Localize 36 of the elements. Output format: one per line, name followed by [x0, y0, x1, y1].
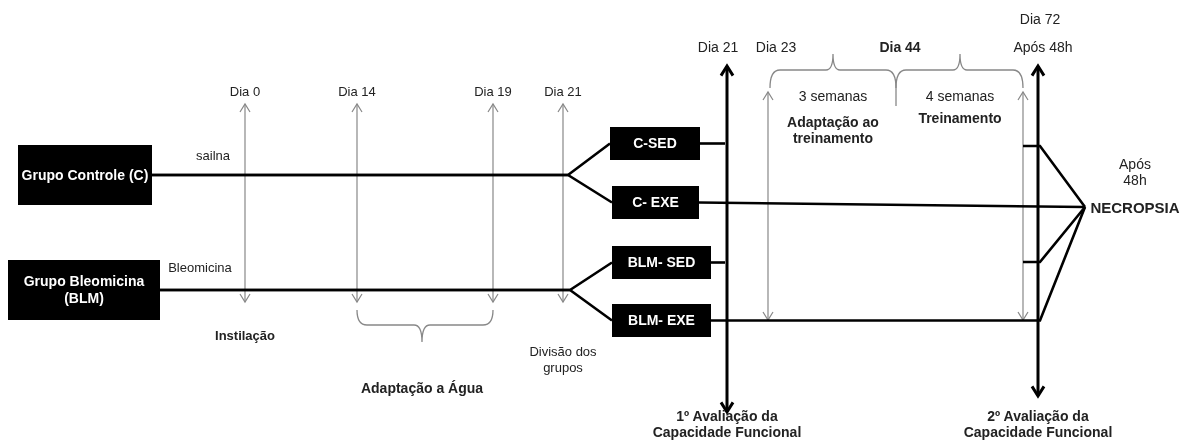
event-label: Divisão dos grupos	[528, 344, 598, 376]
subgroup-box: C-SED	[610, 127, 700, 160]
phase-label: Adaptação ao treinamento	[786, 114, 880, 146]
phase-label: Adaptação a Água	[360, 380, 484, 396]
connector-line	[152, 173, 613, 204]
connector-line	[1023, 144, 1087, 208]
group-box: Grupo Controle (C)	[18, 145, 152, 205]
day-label: Dia 21	[544, 84, 582, 100]
day-label: Dia 44	[879, 39, 921, 55]
endpoint-label: NECROPSIA	[1085, 196, 1185, 218]
day-label: Dia 19	[474, 84, 512, 100]
subgroup-box: C- EXE	[612, 186, 699, 219]
evaluation-label: 2º Avaliação da Capacidade Funcional	[962, 408, 1114, 440]
connector-line	[711, 206, 1087, 322]
subgroup-box: BLM- SED	[612, 246, 711, 279]
evaluation-label: 1º Avaliação da Capacidade Funcional	[651, 408, 803, 440]
connector-line	[700, 142, 725, 145]
day-label: Dia 23	[755, 39, 797, 55]
connector-line	[711, 261, 725, 264]
day-label: Dia 14	[338, 84, 376, 100]
phase-label: Treinamento	[918, 110, 1002, 126]
day-label: Dia 0	[229, 84, 261, 100]
group-box: Grupo Bleomicina (BLM)	[8, 260, 160, 320]
day-label: Dia 21	[697, 39, 739, 55]
duration-label: 4 semanas	[925, 88, 995, 104]
connector-line	[1023, 206, 1086, 264]
time-note: Após 48h	[1118, 156, 1152, 188]
duration-label: 3 semanas	[798, 88, 868, 104]
day-label: Dia 72	[1019, 11, 1061, 27]
event-label: Instilação	[215, 328, 275, 344]
connector-line	[699, 201, 1085, 209]
time-note: Após 48h	[1013, 39, 1073, 55]
subgroup-box: BLM- EXE	[612, 304, 711, 337]
connector-line	[160, 288, 613, 322]
treatment-label: sailna	[196, 148, 230, 164]
treatment-label: Bleomicina	[168, 260, 232, 276]
